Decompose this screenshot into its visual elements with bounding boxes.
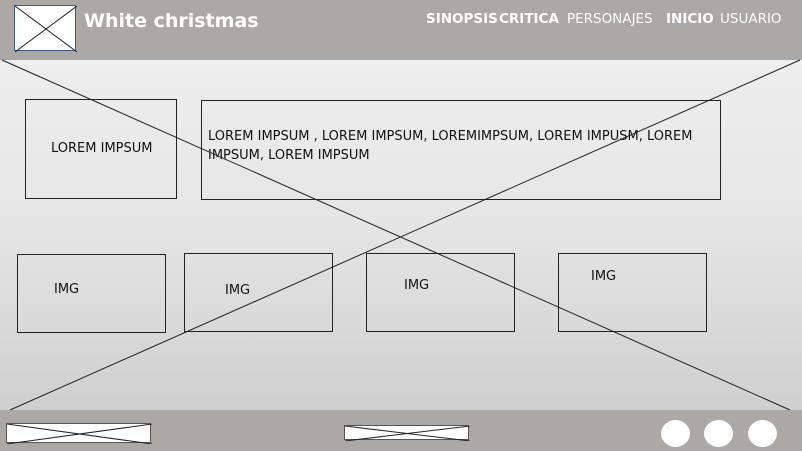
image-label-4: IMG (591, 269, 617, 284)
image-box-4[interactable] (558, 253, 707, 332)
social-circle-1-icon[interactable] (661, 420, 690, 447)
image-box-1[interactable] (17, 254, 166, 333)
footer-center-placeholder[interactable] (344, 425, 470, 441)
header: White christmas SINOPSIS CRITICA PERSONA… (0, 0, 802, 60)
image-placeholder-icon (7, 424, 152, 444)
nav-inicio[interactable]: INICIO (666, 11, 714, 27)
footer-logo-placeholder[interactable] (6, 423, 152, 444)
nav-personajes[interactable]: PERSONAJES (567, 11, 653, 27)
image-label-3: IMG (404, 278, 430, 293)
nav-sinopsis[interactable]: SINOPSIS (426, 11, 498, 27)
text-box-line1: LOREM IMPSUM , LOREM IMPSUM, LOREMIMPSUM… (208, 129, 693, 144)
nav-critica[interactable]: CRITICA (499, 11, 559, 27)
image-label-1: IMG (54, 282, 80, 297)
side-box-label: LOREM IMPSUM (51, 141, 153, 156)
image-box-2[interactable] (184, 253, 333, 332)
image-placeholder-icon (345, 426, 470, 441)
image-label-2: IMG (225, 283, 251, 298)
footer (0, 410, 802, 451)
social-circle-3-icon[interactable] (748, 420, 777, 447)
social-circle-2-icon[interactable] (704, 420, 733, 447)
text-box-line2: IMPSUM, LOREM IMPSUM (208, 148, 370, 163)
image-placeholder-icon (15, 6, 77, 52)
nav-usuario[interactable]: USUARIO (720, 11, 782, 27)
logo-placeholder[interactable] (14, 5, 77, 52)
image-box-3[interactable] (366, 253, 515, 332)
site-title: White christmas (84, 10, 259, 32)
